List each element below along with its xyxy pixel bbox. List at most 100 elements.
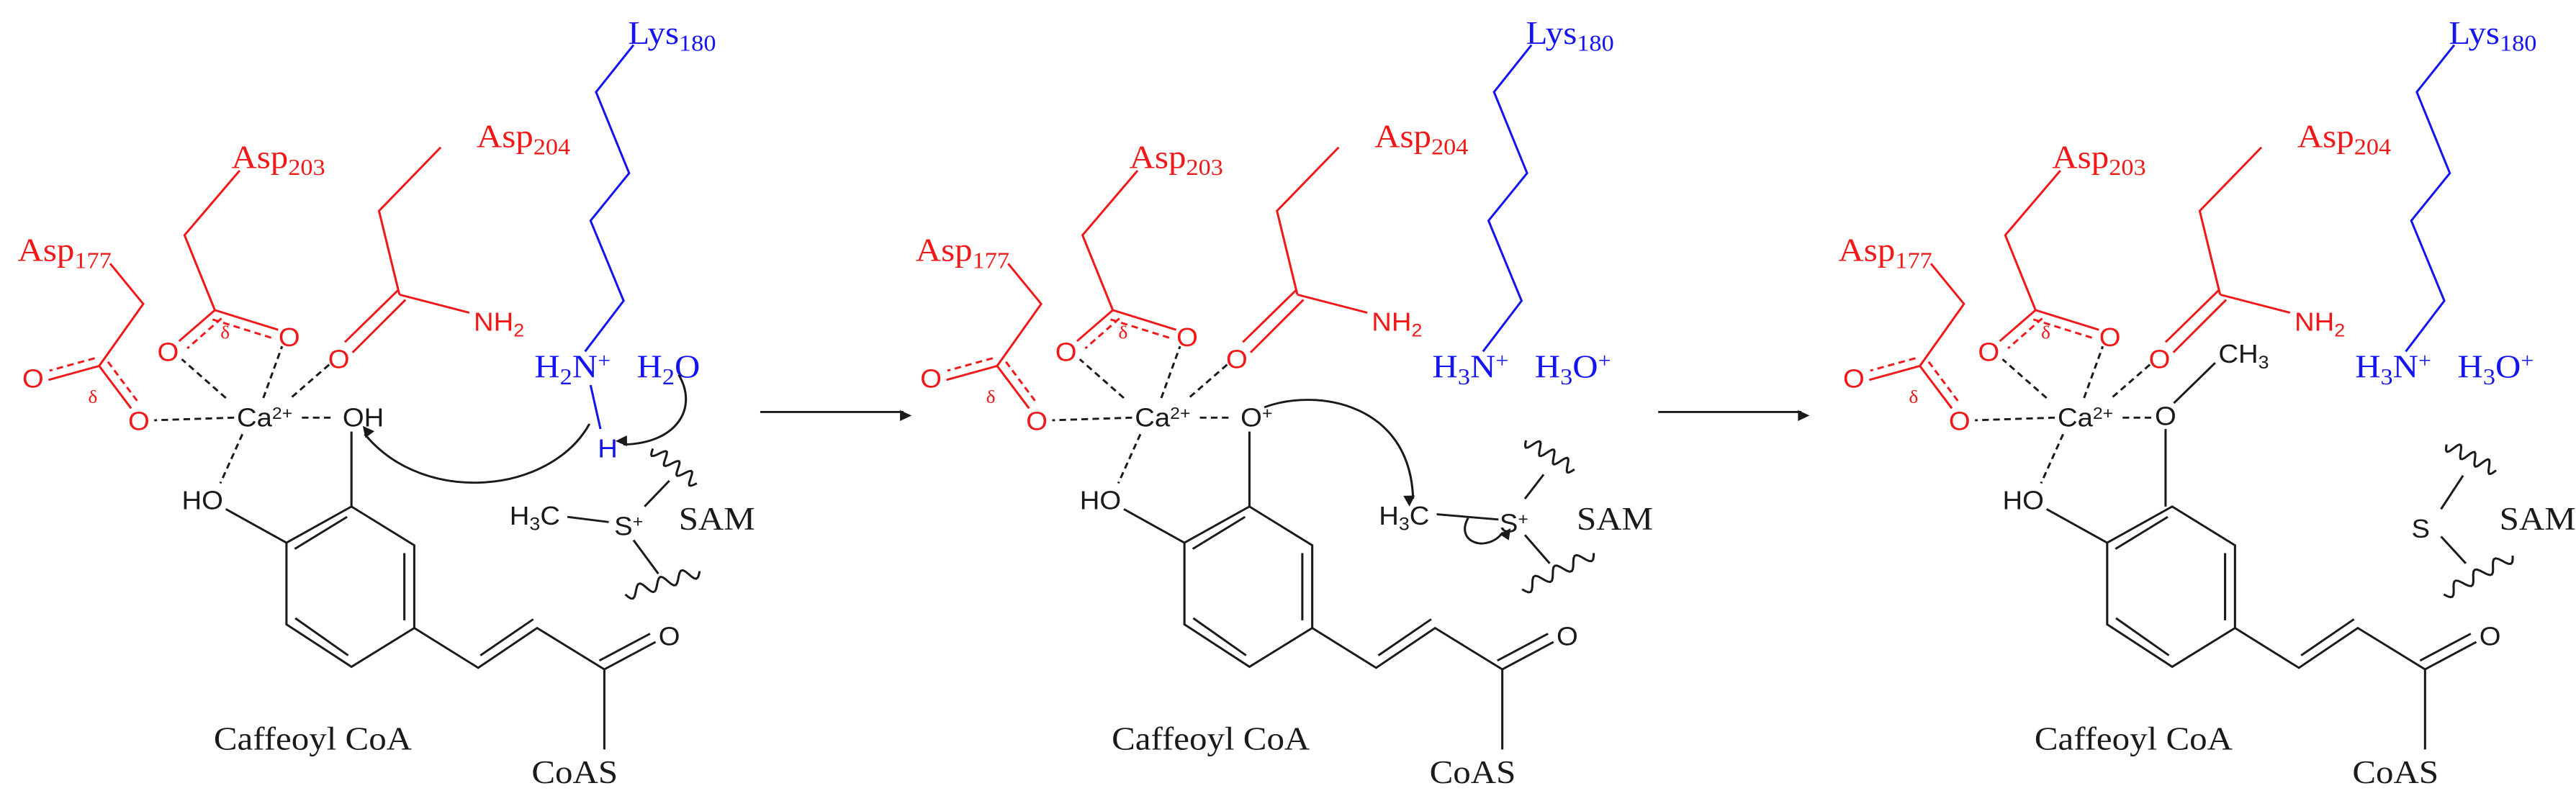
oxygen-atom-part: O (1978, 337, 1999, 366)
bond (2032, 318, 2097, 340)
coordination-bond (1078, 358, 1125, 399)
oxygen-atom-part: O (1843, 364, 1865, 394)
bond (2220, 293, 2291, 314)
methyl-label: CH3 (2218, 339, 2269, 372)
oxygen-atom-part: O (128, 407, 150, 436)
bond (1919, 365, 1953, 410)
carbonyl-oxygen: O (659, 621, 680, 651)
delta-label-part: δ (2041, 322, 2050, 343)
benzene-ring (1183, 505, 1314, 669)
delta-label-part: δ (220, 322, 230, 343)
asp177-label-part: Asp (1838, 232, 1895, 268)
oxygen-atom-part: O (1226, 344, 1248, 374)
amide-nh2-label-part: 2 (1412, 320, 1423, 340)
benzene-ring (285, 505, 415, 669)
wavy-bond (2445, 443, 2497, 475)
calcium-ion: Ca2+ (1135, 403, 1190, 433)
lysine-amine-label-part: + (2418, 349, 2431, 373)
delta-label: δ (986, 386, 996, 407)
bond (1123, 508, 1185, 544)
bond (2115, 515, 2169, 550)
coas-label-part: CoAS (531, 754, 618, 790)
acyl-chain (413, 626, 605, 750)
wavy-bond (1521, 553, 1595, 594)
delta-label: δ (220, 322, 230, 343)
oxygen-atom-part: O (1026, 407, 1048, 436)
bond (48, 365, 100, 381)
oxygen-atom: O (1978, 337, 1999, 366)
methoxy-oxygen-label-part: O (2155, 401, 2176, 430)
asp177-label-part: Asp (916, 232, 973, 268)
sulfur-label-part: S (2411, 514, 2430, 543)
water-label-part: H (2457, 349, 2482, 385)
bond (603, 641, 657, 671)
bond (2300, 618, 2355, 656)
coordination-bond (1117, 433, 1142, 484)
lysine-amine-label-part: 3 (2381, 364, 2393, 390)
bond (2007, 317, 2043, 350)
coordination-bond (262, 345, 284, 399)
lys180-label-part: Lys (2449, 15, 2500, 51)
wavy-bond (624, 569, 701, 600)
bond (98, 365, 132, 410)
sam-methyl-label-part: 3 (529, 513, 540, 534)
bond (2035, 309, 2099, 331)
amide-nh2-label-part: NH (474, 307, 513, 337)
lysine-amine-label-part: N (2393, 349, 2418, 385)
lysine-amine-label-part: 3 (1458, 364, 1470, 390)
oxygen-atom: O (1055, 337, 1077, 366)
n-h-bond (589, 384, 602, 430)
sam-methyl-label-part: 3 (1399, 513, 1410, 534)
asp203-label: Asp203 (1130, 140, 1223, 181)
oxygen-atom: O (128, 407, 150, 436)
water-label-part: 3 (2483, 364, 2495, 390)
asp203-label-part: 203 (2109, 155, 2145, 181)
bond (1084, 317, 1120, 350)
methyl-label-part: 3 (2258, 351, 2269, 372)
calcium-ion-part: 2+ (2093, 404, 2113, 423)
coordination-bond (1052, 416, 1132, 422)
lys180-label-part: Lys (628, 15, 679, 51)
oxygen-atom: O (1843, 364, 1865, 394)
water-label-part: + (2521, 349, 2534, 373)
coas-label-part: CoAS (2352, 754, 2438, 790)
bond (1377, 618, 1432, 656)
asp204-label: Asp204 (477, 119, 571, 160)
phenol-oxygen-label-part: O (1240, 403, 1262, 433)
bond (225, 508, 287, 544)
substrate-label-part: Caffeoyl CoA (1112, 721, 1310, 757)
curved-arrow-methyl (1264, 399, 1415, 507)
calcium-ion: Ca2+ (237, 403, 292, 433)
lysine-amine-label-part: H (1432, 349, 1457, 385)
amide-nh2-label-part: NH (2294, 307, 2334, 337)
asp177-label-part: Asp (17, 232, 74, 268)
bond (49, 357, 96, 372)
sam-methyl-label-part: H (510, 501, 530, 530)
asp204-chain (1276, 146, 1340, 295)
acyl-chain (2234, 626, 2426, 750)
coordination-bond (181, 358, 227, 399)
bond (343, 289, 399, 343)
calcium-ion-part: Ca (2058, 403, 2093, 433)
asp177-label: Asp177 (1838, 232, 1932, 273)
lys180-label: Lys180 (1526, 15, 1614, 56)
bond (1110, 318, 1174, 340)
oxygen-atom-part: O (1055, 337, 1077, 366)
bond (996, 365, 1030, 410)
bond (1501, 641, 1554, 671)
oxygen-atom: O (1226, 344, 1248, 374)
delta-label: δ (88, 386, 97, 407)
bond (1076, 309, 1114, 343)
asp203-chain (183, 170, 241, 311)
oxygen-atom-part: O (22, 364, 44, 394)
lysine-amine-label-part: + (1495, 349, 1508, 373)
asp177-chain (1919, 263, 1965, 367)
water-label: H3O+ (2457, 349, 2534, 390)
oxygen-atom: O (158, 337, 179, 366)
substrate-label: Caffeoyl CoA (1112, 721, 1310, 757)
phenol-oxygen-label-part: OH (343, 403, 384, 433)
asp203-label-part: Asp (231, 140, 288, 176)
bond (1192, 617, 1247, 656)
asp203-label-part: Asp (2052, 140, 2109, 176)
oxygen-atom-part: O (328, 344, 350, 374)
